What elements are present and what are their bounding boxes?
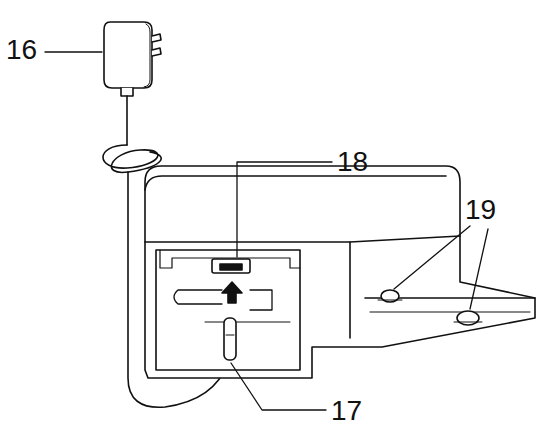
callout-number: 16 (6, 36, 37, 64)
leader-lines (45, 52, 488, 410)
insert-arrow (222, 282, 242, 303)
callout-number: 17 (331, 397, 362, 425)
contact-plate (212, 259, 250, 273)
callout-number: 18 (337, 148, 368, 176)
callout-number: 19 (465, 196, 496, 224)
charging-contact (457, 311, 479, 325)
dc-plug (224, 318, 236, 360)
charging-dock (145, 166, 535, 378)
power-adapter (104, 22, 161, 96)
